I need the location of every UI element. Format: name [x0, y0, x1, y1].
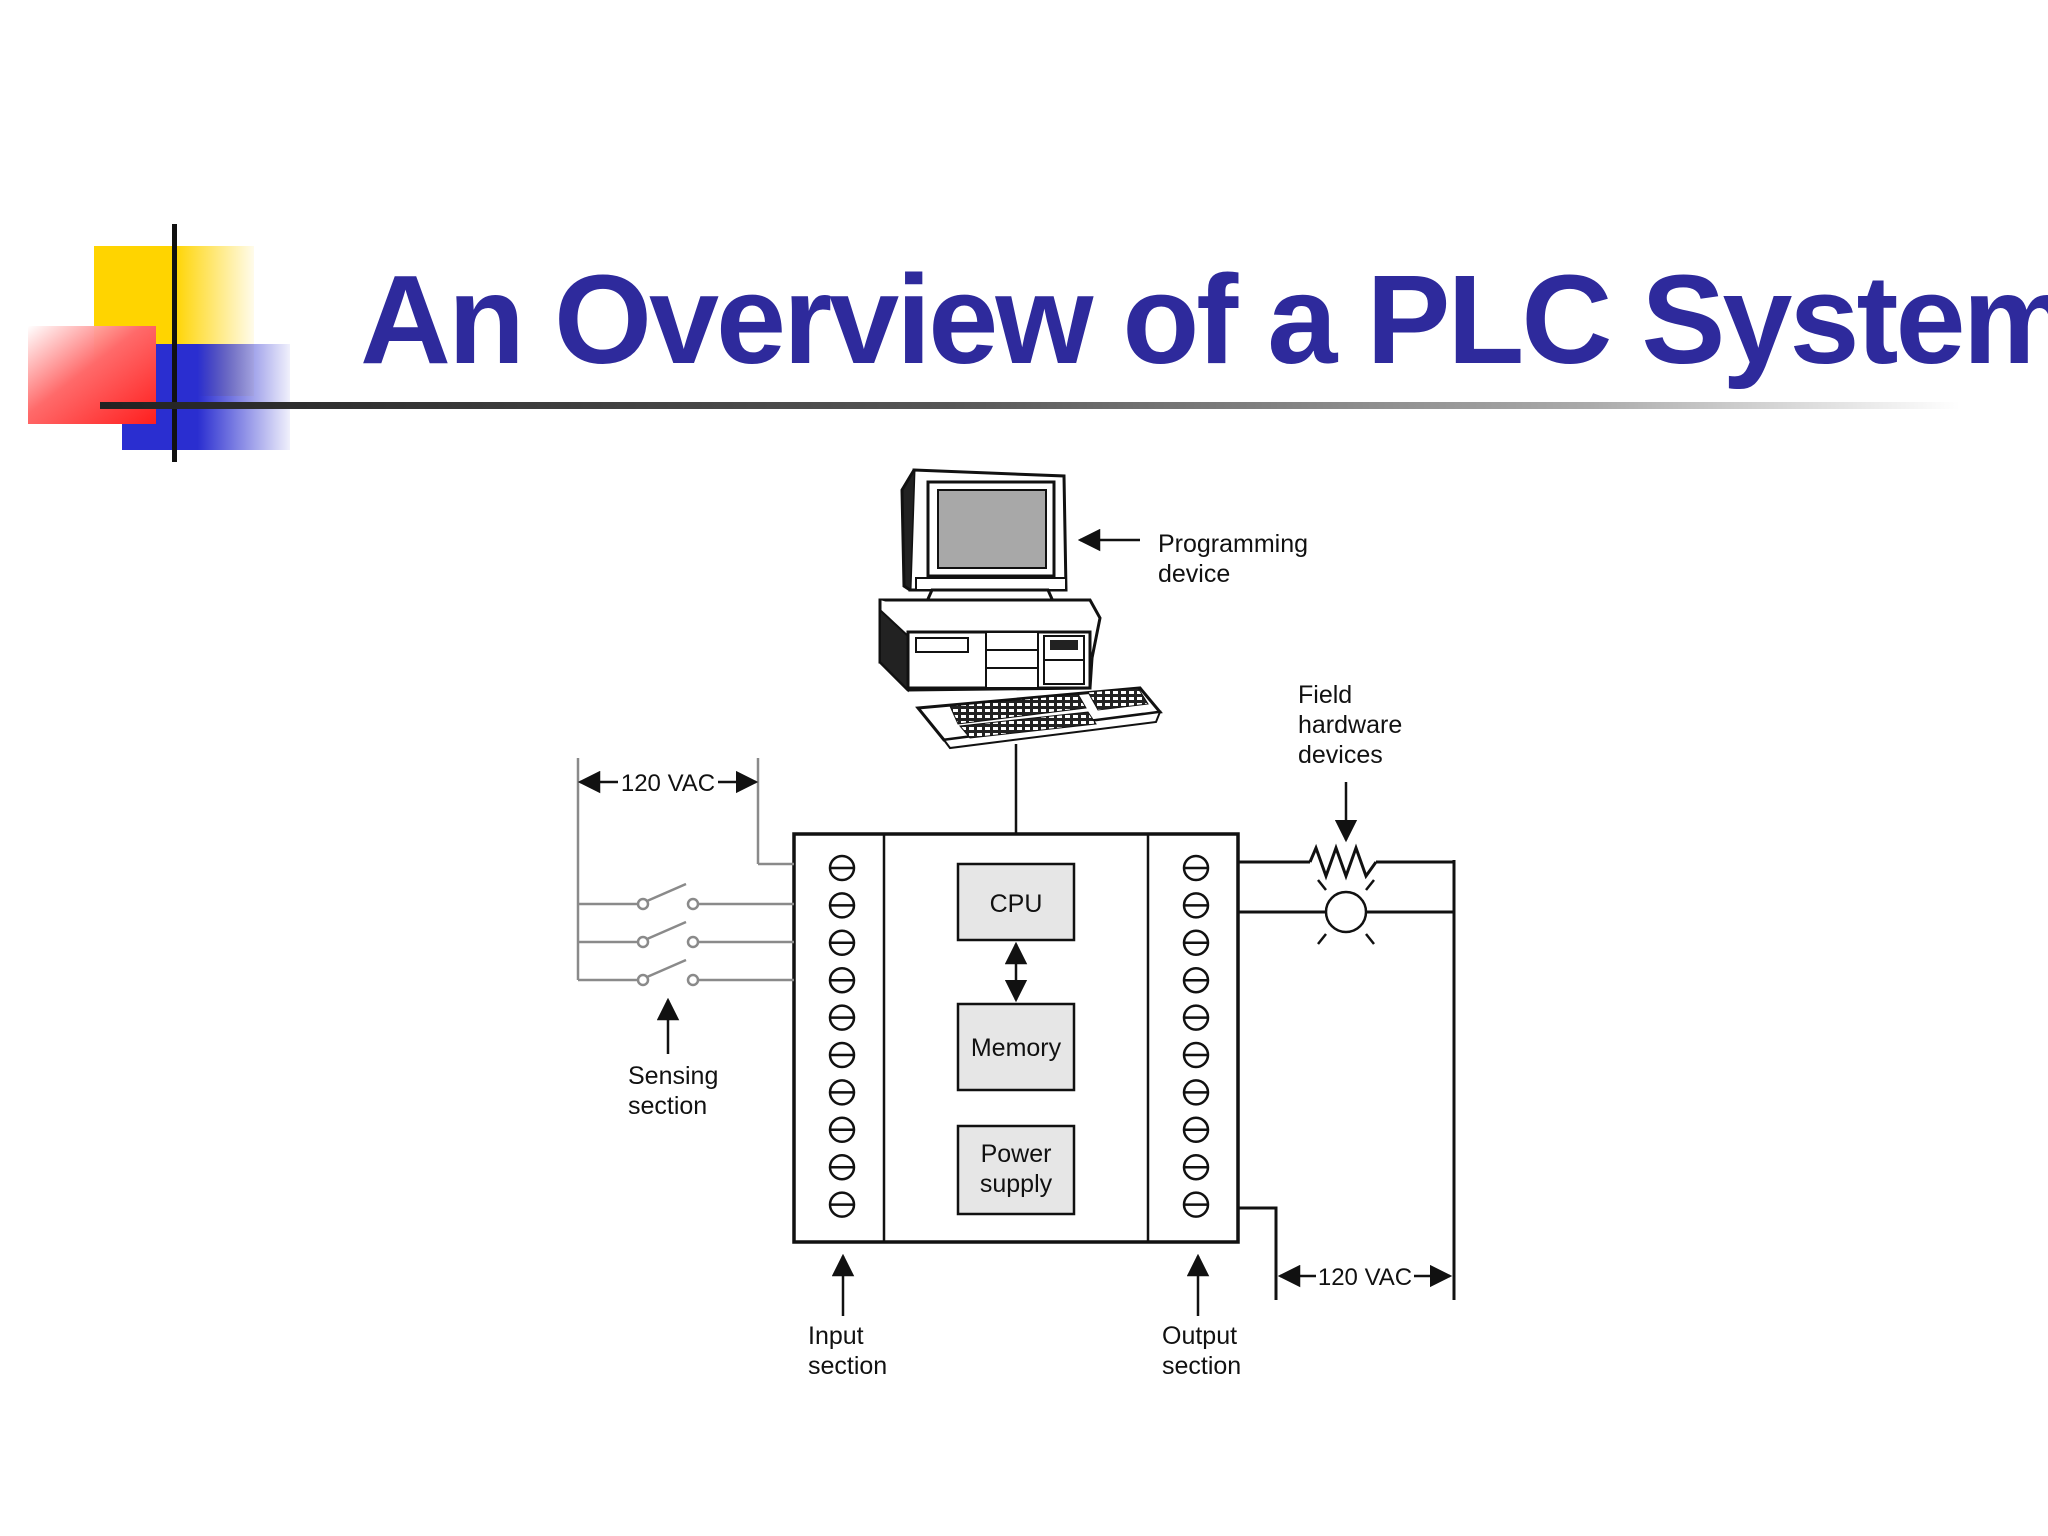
input-terminals — [828, 854, 856, 1218]
cpu-box — [956, 862, 1076, 942]
field-devices-label-line2: hardware — [1298, 711, 1402, 739]
input-terminal — [828, 1191, 856, 1218]
output-wiring — [1238, 843, 1456, 1300]
input-section-label-line1: Input — [808, 1322, 864, 1350]
output-terminal — [1182, 1041, 1210, 1069]
power-supply-label-line1: Power — [981, 1140, 1052, 1168]
field-lamp-icon — [1317, 879, 1375, 945]
logo-vertical-line — [172, 224, 177, 462]
output-terminal — [1182, 1004, 1210, 1031]
power-supply-box — [956, 1124, 1076, 1216]
input-terminal — [828, 1079, 856, 1106]
output-terminal — [1182, 1079, 1210, 1106]
field-devices-label-line3: devices — [1298, 741, 1383, 769]
cpu-label: CPU — [990, 890, 1043, 918]
power-supply-label-line2: supply — [980, 1170, 1053, 1198]
output-terminal — [1182, 966, 1210, 994]
input-terminal — [828, 892, 856, 919]
sensing-switches — [636, 882, 700, 987]
input-terminal — [828, 1116, 856, 1144]
output-terminal — [1182, 929, 1210, 957]
input-terminal — [828, 1004, 856, 1031]
voltage-top-label: 120 VAC — [621, 770, 715, 797]
output-section-label-line2: section — [1162, 1352, 1241, 1380]
sensing-section-label-line1: Sensing — [628, 1062, 718, 1090]
output-terminal — [1182, 854, 1210, 882]
output-terminals — [1182, 854, 1210, 1218]
input-terminal — [828, 1153, 856, 1181]
input-terminal — [828, 1041, 856, 1069]
field-devices-label-line1: Field — [1298, 681, 1352, 709]
memory-box — [956, 1002, 1076, 1092]
voltage-bottom-label: 120 VAC — [1318, 1264, 1412, 1291]
input-terminal — [828, 854, 856, 882]
output-terminal — [1182, 1116, 1210, 1144]
output-terminal — [1182, 1191, 1210, 1218]
input-terminal — [828, 966, 856, 994]
output-terminal — [1182, 892, 1210, 919]
output-terminal — [1182, 1153, 1210, 1181]
output-section-label-line1: Output — [1162, 1322, 1237, 1350]
programming-device-label-line1: Programming — [1158, 530, 1308, 558]
programming-device-label-line2: device — [1158, 560, 1230, 588]
memory-label: Memory — [971, 1034, 1062, 1062]
input-section-label-line2: section — [808, 1352, 887, 1380]
sensing-section-label-line2: section — [628, 1092, 707, 1120]
title-rule — [100, 402, 1960, 409]
programming-device-icon — [878, 468, 1163, 750]
slide-title: An Overview of a PLC System — [360, 249, 2048, 390]
input-terminal — [828, 929, 856, 957]
